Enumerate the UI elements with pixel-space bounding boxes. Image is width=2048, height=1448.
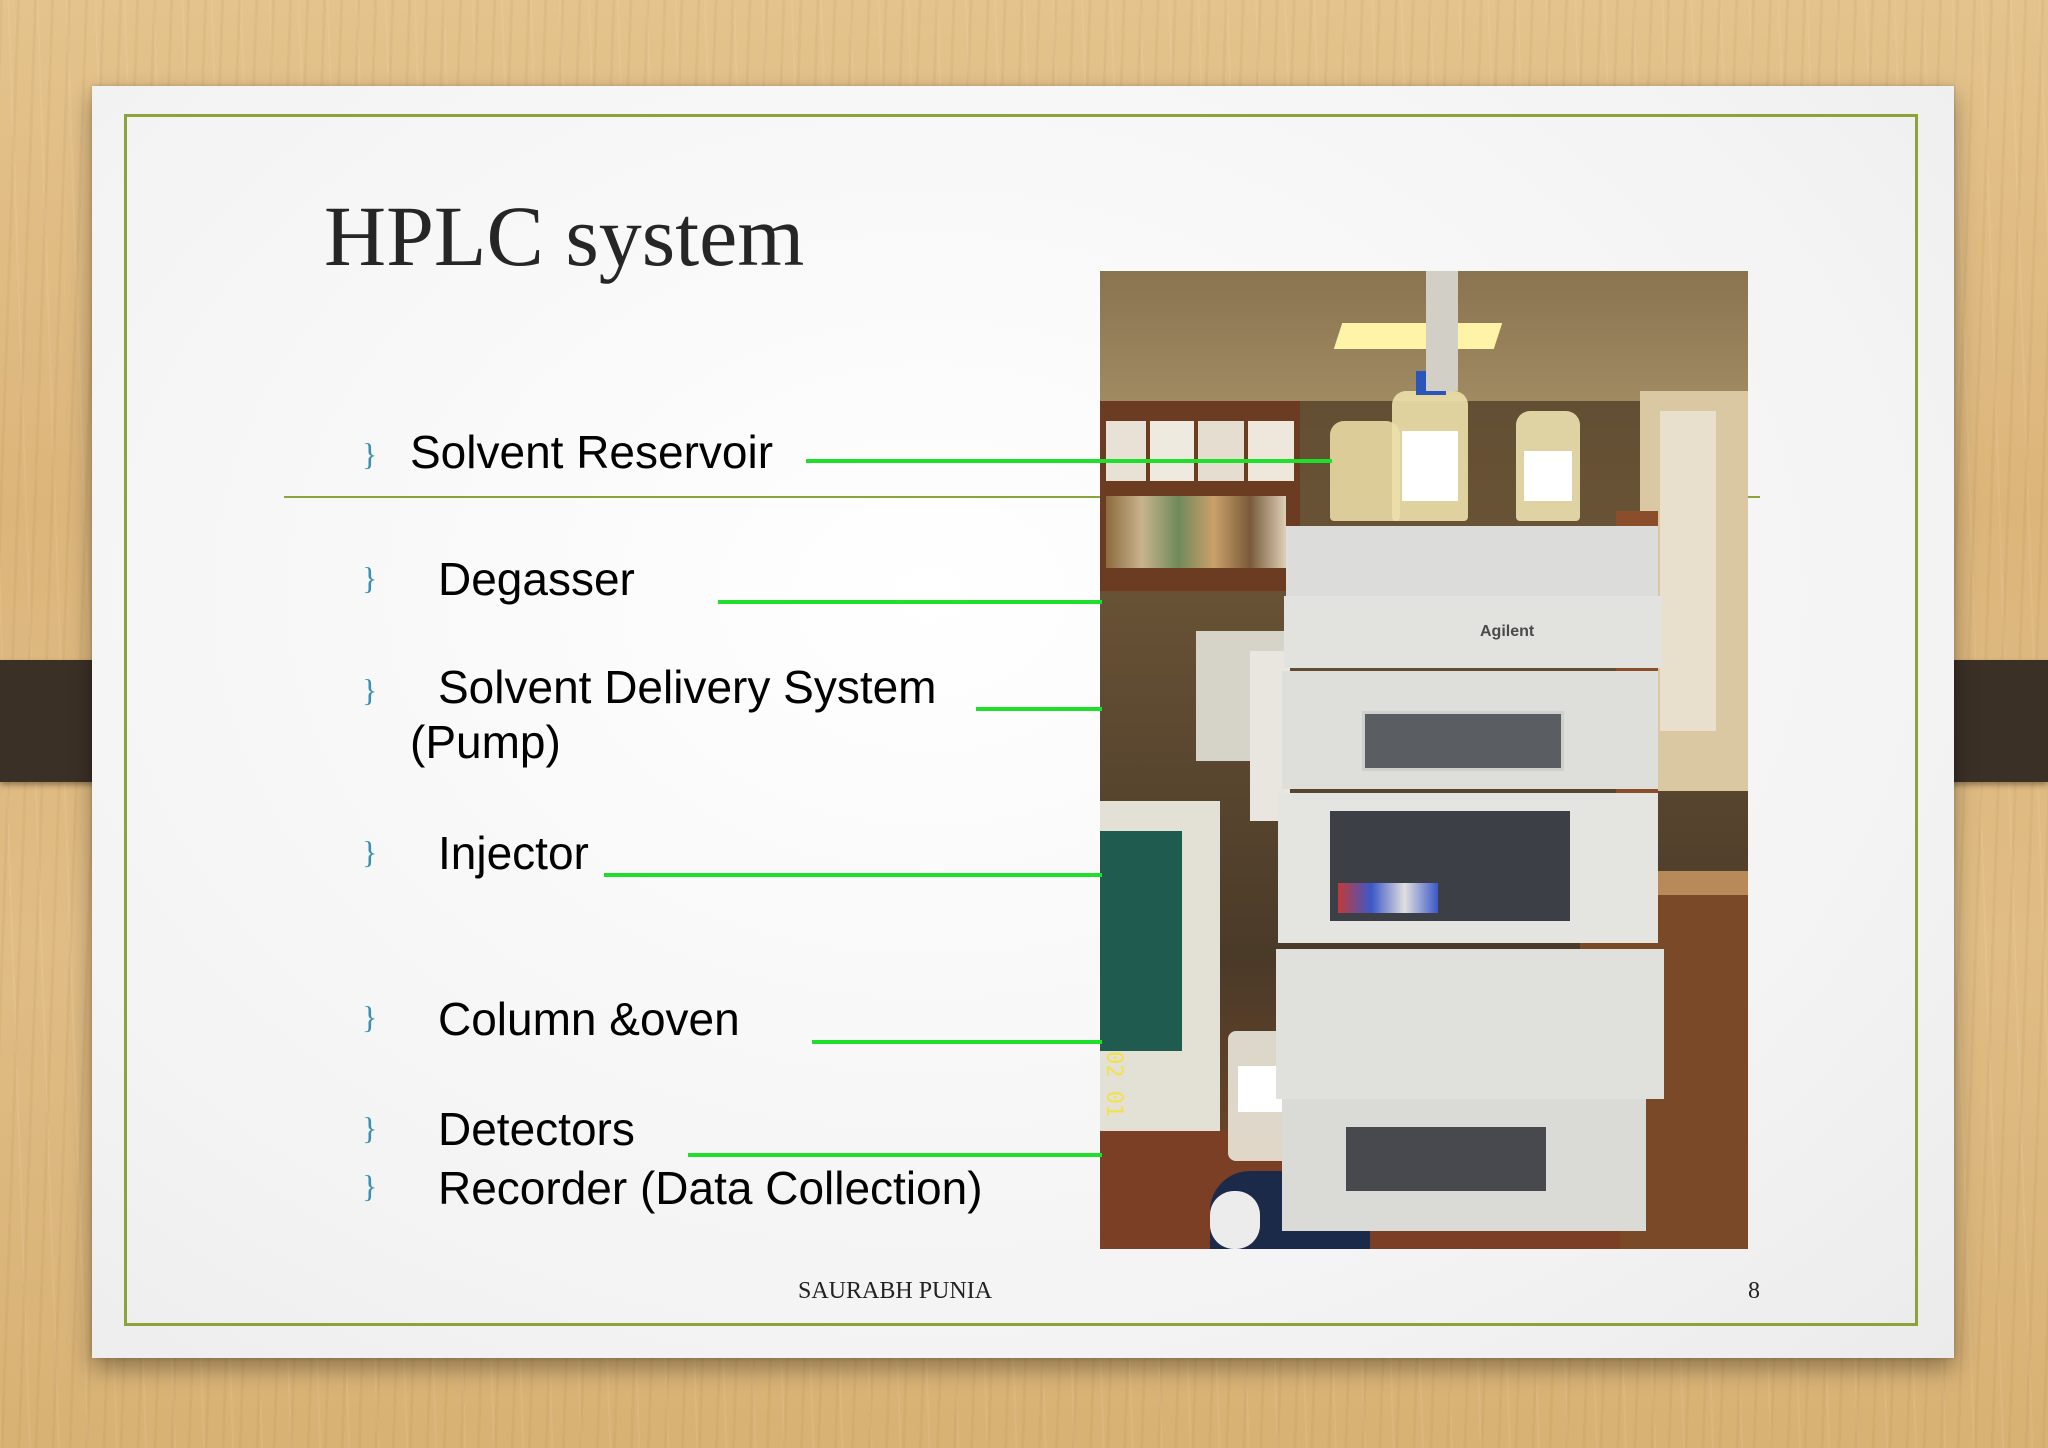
- hplc-instrument-photo: 02 01 2004 Agilent: [1100, 271, 1748, 1249]
- item-column-oven: Column &oven: [438, 993, 740, 1045]
- bullet-icon: }: [362, 560, 378, 596]
- bullet-icon: }: [362, 999, 378, 1035]
- title-rule: [284, 496, 1760, 498]
- bullet-icon: }: [362, 834, 378, 870]
- bullet-icon: }: [362, 672, 378, 708]
- item-solvent-delivery-system: Solvent Delivery System: [438, 661, 937, 713]
- pointer-solvent-reservoir: [806, 459, 1332, 463]
- pointer-pump: [976, 707, 1102, 711]
- bullet-icon: }: [362, 436, 378, 472]
- module-brand: Agilent: [1480, 623, 1535, 640]
- pointer-injector: [604, 873, 1102, 877]
- item-pump: (Pump): [410, 716, 561, 768]
- bullet-icon: }: [362, 1168, 378, 1204]
- slide-title: HPLC system: [324, 188, 805, 284]
- item-detectors: Detectors: [438, 1103, 635, 1155]
- item-degasser: Degasser: [438, 553, 635, 605]
- pointer-degasser: [718, 600, 1102, 604]
- slide-frame: [124, 114, 1918, 1326]
- slide: HPLC system } } } } } } } Solvent Reserv…: [92, 86, 1954, 1358]
- item-recorder: Recorder (Data Collection): [438, 1162, 983, 1214]
- page-number: 8: [1748, 1278, 1760, 1304]
- item-solvent-reservoir: Solvent Reservoir: [410, 426, 774, 478]
- item-injector: Injector: [438, 827, 589, 879]
- pointer-column-oven: [812, 1040, 1102, 1044]
- slide-footer: SAURABH PUNIA: [798, 1278, 993, 1304]
- pointer-detectors: [688, 1153, 1102, 1157]
- bullet-icon: }: [362, 1110, 378, 1146]
